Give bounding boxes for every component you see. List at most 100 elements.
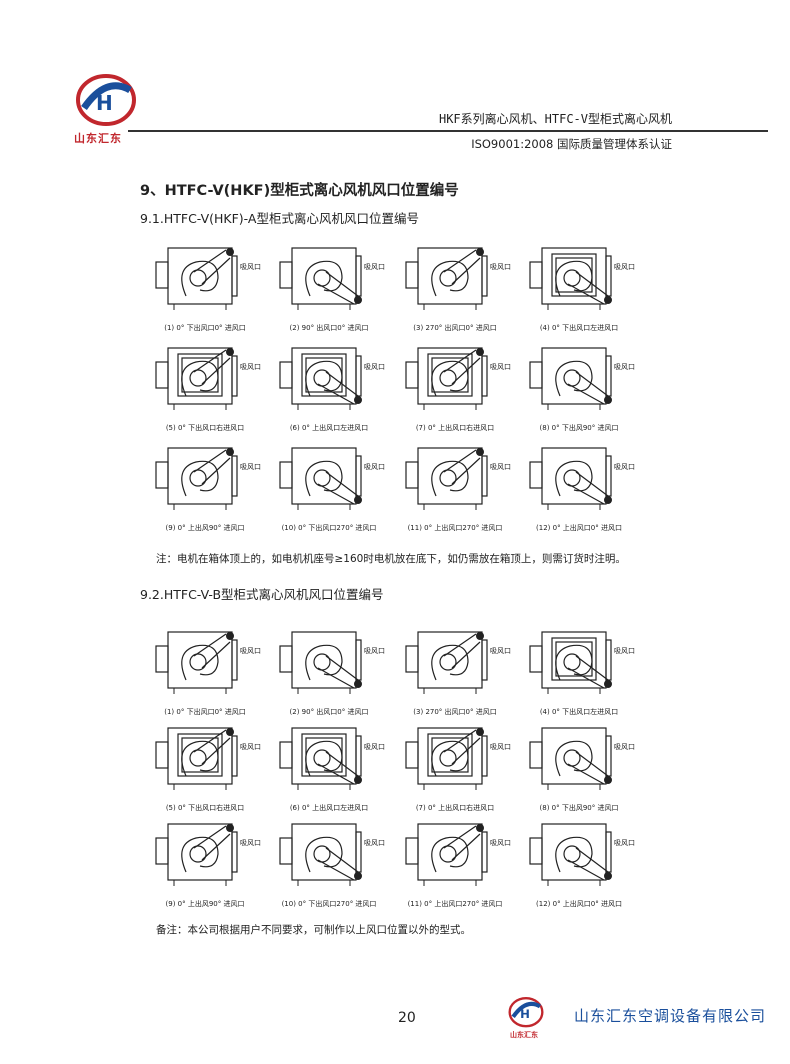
inlet-label: 吸风口	[614, 263, 635, 271]
fan-position-item: 吸风口 (12) 0° 上出风口0° 进风口	[520, 814, 638, 909]
inlet-label: 吸风口	[364, 363, 385, 371]
fan-position-item: 吸风口 (1) 0° 下出风口0° 进风口	[146, 238, 264, 333]
fan-position-item: 吸风口 (6) 0° 上出风口左进风口	[270, 718, 388, 813]
position-caption: (9) 0° 上出风90° 进风口	[165, 900, 245, 908]
position-caption: (12) 0° 上出风口0° 进风口	[536, 524, 622, 532]
position-caption: (1) 0° 下出风口0° 进风口	[164, 708, 246, 716]
fan-diagram	[529, 347, 612, 410]
inlet-label: 吸风口	[364, 743, 385, 751]
company-name: 山东汇东空调设备有限公司	[573, 1007, 766, 1025]
fan-position-item: 吸风口(10) 0° 下出风口270° 进风口	[270, 814, 388, 909]
header-title: HKF系列离心风机、HTFC-V型柜式离心风机	[438, 112, 672, 126]
logo-text: 山东汇东	[74, 132, 122, 145]
part-a-note: 注：电机在箱体顶上的，如电机机座号≥160时电机放在底下，如仍需放在箱顶上，则需…	[156, 553, 626, 565]
part-a-title: 9.1.HTFC-V(HKF)-A型柜式离心风机风口位置编号	[140, 211, 419, 226]
fan-position-item: 吸风口 (12) 0° 上出风口0° 进风口	[520, 438, 638, 533]
fan-diagram	[279, 823, 362, 886]
position-caption: (3) 270° 出风口0° 进风口	[413, 708, 497, 716]
fan-diagram	[529, 631, 612, 694]
inlet-label: 吸风口	[240, 839, 261, 847]
header-iso: ISO9001:2008 国际质量管理体系认证	[471, 137, 672, 151]
fan-diagram	[279, 631, 362, 694]
inlet-label: 吸风口	[364, 263, 385, 271]
footer-logo-text: 山东汇东	[510, 1031, 538, 1039]
inlet-label: 吸风口	[240, 363, 261, 371]
position-caption: (6) 0° 上出风口左进风口	[289, 804, 369, 812]
position-caption: (10) 0° 下出风口270° 进风口	[281, 900, 377, 908]
position-caption: (4) 0° 下出风口左进风口	[539, 324, 619, 332]
inlet-label: 吸风口	[490, 839, 511, 847]
fan-diagram	[279, 447, 362, 510]
inlet-label: 吸风口	[614, 743, 635, 751]
position-caption: (12) 0° 上出风口0° 进风口	[536, 900, 622, 908]
fan-position-item: 吸风口(2) 90° 出风口0° 进风口	[270, 622, 388, 717]
fan-position-item: 吸风口 (8) 0° 下出风90° 进风口	[520, 718, 638, 813]
fan-diagram	[155, 347, 238, 410]
position-caption: (1) 0° 下出风口0° 进风口	[164, 324, 246, 332]
fan-position-item: 吸风口 (7) 0° 上出风口右进风口	[396, 718, 514, 813]
inlet-label: 吸风口	[490, 263, 511, 271]
inlet-label: 吸风口	[240, 263, 261, 271]
header-divider	[128, 130, 768, 132]
fan-position-item: 吸风口 (1) 0° 下出风口0° 进风口	[146, 622, 264, 717]
section-title: 9、HTFC-V(HKF)型柜式离心风机风口位置编号	[140, 183, 459, 199]
fan-diagram	[405, 823, 488, 886]
position-caption: (2) 90° 出风口0° 进风口	[289, 324, 369, 332]
company-logo: H	[76, 74, 136, 126]
position-caption: (7) 0° 上出风口右进风口	[415, 804, 495, 812]
inlet-label: 吸风口	[240, 647, 261, 655]
fan-diagram	[155, 631, 238, 694]
fan-diagram	[529, 823, 612, 886]
fan-position-item: 吸风口(4) 0° 下出风口左进风口	[520, 622, 638, 717]
fan-position-item: 吸风口 (3) 270° 出风口0° 进风口	[396, 622, 514, 717]
position-caption: (6) 0° 上出风口左进风口	[289, 424, 369, 432]
inlet-label: 吸风口	[240, 743, 261, 751]
fan-diagram	[279, 247, 362, 310]
fan-diagram	[155, 823, 238, 886]
fan-position-item: 吸风口(7) 0° 上出风口右进风口	[396, 338, 514, 433]
fan-diagram	[279, 727, 362, 790]
fan-diagram	[155, 447, 238, 510]
position-caption: (10) 0° 下出风口270° 进风口	[281, 524, 377, 532]
fan-position-item: 吸风口 (9) 0° 上出风90° 进风口	[146, 814, 264, 909]
fan-position-item: 吸风口 (11) 0° 上出风口270° 进风口	[396, 814, 514, 909]
fan-position-item: 吸风口 (11) 0° 上出风口270° 进风口	[396, 438, 514, 533]
fan-diagram	[529, 447, 612, 510]
position-caption: (5) 0° 下出风口右进风口	[165, 424, 245, 432]
fan-diagram	[529, 727, 612, 790]
fan-position-item: 吸风口(9) 0° 上出风90° 进风口	[146, 438, 264, 533]
part-b-note: 备注：本公司根据用户不同要求，可制作以上风口位置以外的型式。	[156, 924, 471, 936]
fan-diagram	[529, 247, 612, 310]
page-number: 20	[398, 1010, 416, 1026]
fan-diagram	[405, 447, 488, 510]
inlet-label: 吸风口	[240, 463, 261, 471]
inlet-label: 吸风口	[614, 363, 635, 371]
inlet-label: 吸风口	[490, 463, 511, 471]
footer-logo: H	[508, 997, 544, 1028]
fan-position-item: 吸风口 (8) 0° 下出风90° 进风口	[520, 338, 638, 433]
fan-position-item: 吸风口 (6) 0° 上出风口左进风口	[270, 338, 388, 433]
fan-position-item: 吸风口 (5) 0° 下出风口右进风口	[146, 338, 264, 433]
position-caption: (11) 0° 上出风口270° 进风口	[407, 900, 503, 908]
part-b-title: 9.2.HTFC-V-B型柜式离心风机风口位置编号	[140, 587, 384, 602]
fan-position-item: 吸风口 (2) 90° 出风口0° 进风口	[270, 238, 388, 333]
inlet-label: 吸风口	[490, 647, 511, 655]
fan-diagram	[405, 631, 488, 694]
inlet-label: 吸风口	[490, 743, 511, 751]
position-caption: (8) 0° 下出风90° 进风口	[539, 424, 619, 432]
position-caption: (7) 0° 上出风口右进风口	[415, 424, 495, 432]
fan-position-item: 吸风口 (5) 0° 下出风口右进风口	[146, 718, 264, 813]
inlet-label: 吸风口	[364, 463, 385, 471]
position-caption: (3) 270° 出风口0° 进风口	[413, 324, 497, 332]
position-caption: (8) 0° 下出风90° 进风口	[539, 804, 619, 812]
inlet-label: 吸风口	[364, 647, 385, 655]
inlet-label: 吸风口	[614, 647, 635, 655]
inlet-label: 吸风口	[614, 839, 635, 847]
position-caption: (5) 0° 下出风口右进风口	[165, 804, 245, 812]
position-caption: (11) 0° 上出风口270° 进风口	[407, 524, 503, 532]
fan-diagram	[155, 727, 238, 790]
fan-diagram	[405, 727, 488, 790]
fan-diagram	[405, 347, 488, 410]
inlet-label: 吸风口	[614, 463, 635, 471]
fan-diagram	[405, 247, 488, 310]
